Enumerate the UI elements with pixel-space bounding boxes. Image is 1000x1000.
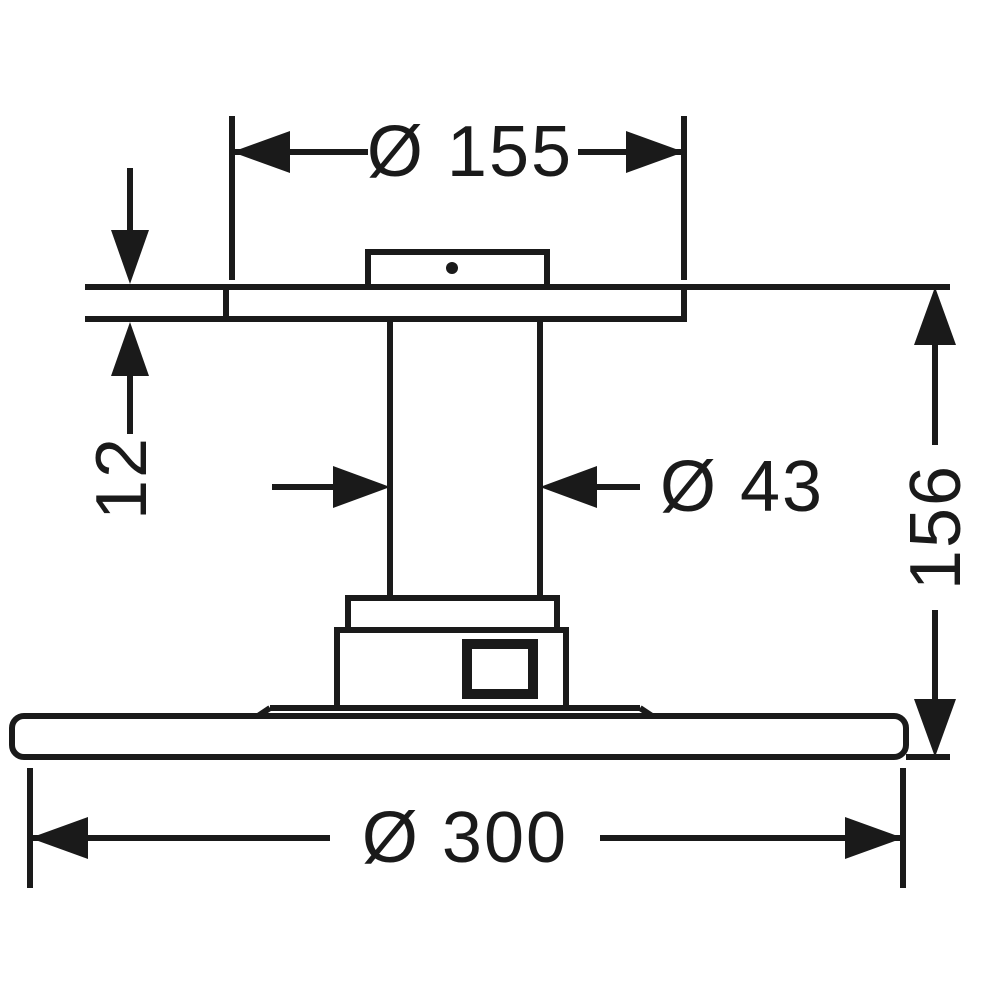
mounting-box <box>365 249 550 290</box>
dim156-arrow-up-icon <box>914 287 956 345</box>
dim12-arrow-up-icon <box>111 322 149 376</box>
dim12-arrow-down-icon <box>111 230 149 284</box>
connector-collar <box>345 595 560 633</box>
dim-overall-height: 156 <box>684 284 976 760</box>
dim43-arrow-left-icon <box>540 466 597 508</box>
screw-hole-dot <box>446 262 458 274</box>
dim-head-diameter: Ø 300 <box>27 768 906 888</box>
connector-block <box>334 595 569 711</box>
ceiling-plate <box>223 284 687 322</box>
dim-top-diameter: Ø 155 <box>229 112 687 280</box>
dim155-arrow-right-icon <box>626 131 684 173</box>
ceiling-reference-lines <box>85 284 226 322</box>
dim300-arrow-right-icon <box>845 817 903 859</box>
dim-plate-thickness: 12 <box>82 168 162 520</box>
disc-outline <box>9 713 909 760</box>
dim156-arrow-down-icon <box>914 699 956 757</box>
dim43-label: Ø 43 <box>660 447 824 527</box>
shower-head-disc <box>9 705 909 760</box>
dim156-label: 156 <box>896 464 976 590</box>
ceiling-plate-outline <box>223 284 687 322</box>
dim43-arrow-right-icon <box>333 466 390 508</box>
dim155-label: Ø 155 <box>367 112 573 192</box>
dim12-label: 12 <box>82 436 162 520</box>
dim300-arrow-left-icon <box>30 817 88 859</box>
connector-detail-square <box>462 639 538 699</box>
dim300-label: Ø 300 <box>362 798 568 878</box>
dim-stem-diameter: Ø 43 <box>272 447 824 527</box>
stem-pipe <box>387 319 543 600</box>
dim155-arrow-left-icon <box>232 131 290 173</box>
